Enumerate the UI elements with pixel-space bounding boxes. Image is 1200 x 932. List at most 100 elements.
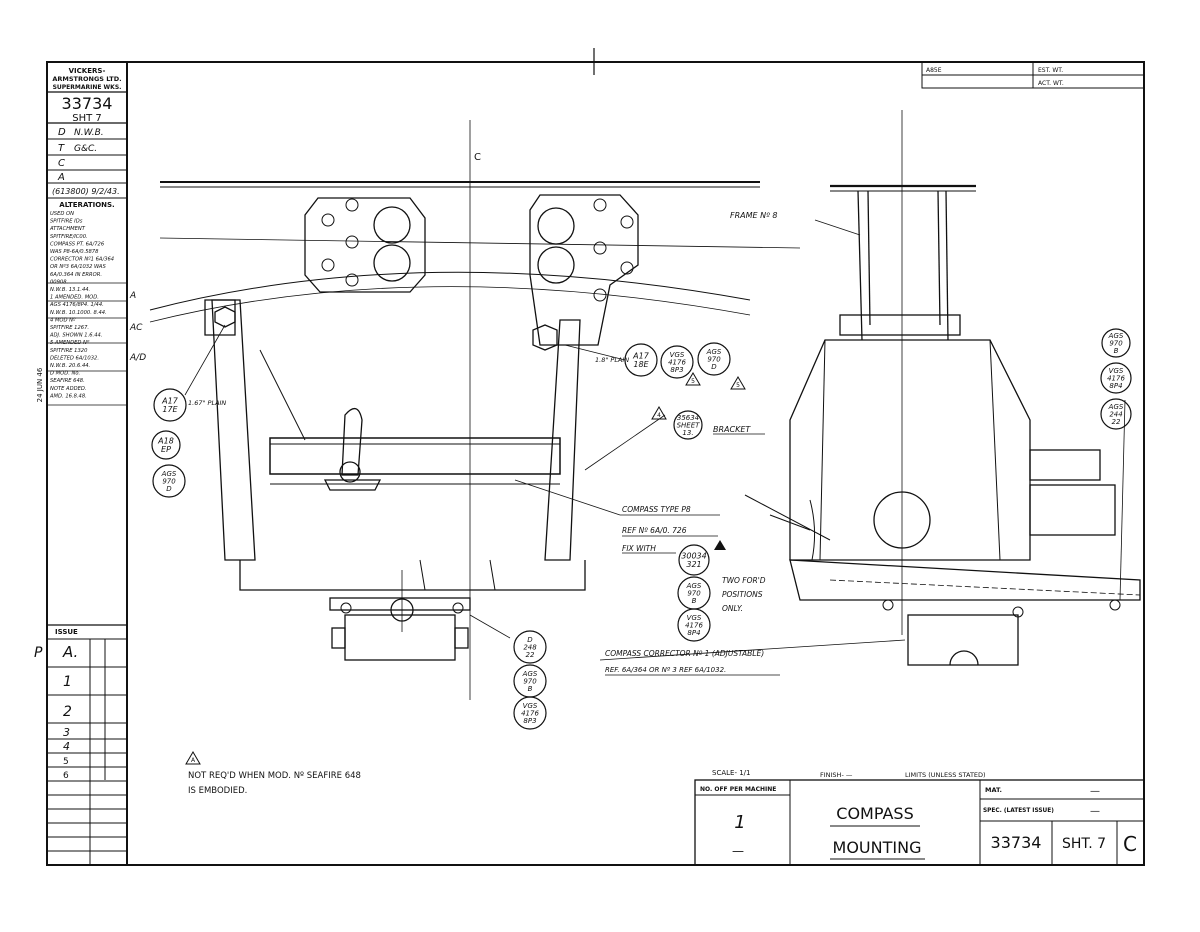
triangle-label: 5	[691, 378, 695, 385]
label-plain-left: 1.67" PLAIN	[188, 399, 226, 407]
alteration-line: SPITFIRE/IC00.	[50, 234, 88, 240]
alteration-line: 4 MOD Nº	[50, 317, 76, 323]
firm-line1: VICKERS-	[69, 67, 106, 75]
firm-header: VICKERS- ARMSTRONGS LTD. SUPERMARINE WKS…	[47, 67, 127, 124]
label-compass-ref: REF Nº 6A/0. 726	[622, 526, 687, 535]
callout-text: 4176	[1107, 374, 1125, 382]
drawing-number: 33734	[62, 94, 113, 113]
issue-row-a: A.	[62, 643, 78, 661]
spec-value: —	[1090, 806, 1100, 817]
alteration-line: WAS P8-6A/0.5878	[50, 249, 99, 255]
side-view	[744, 184, 1141, 666]
callout-text: 22	[526, 651, 535, 659]
issue-row-6: 6	[63, 771, 69, 781]
callout-circle	[153, 388, 187, 422]
issue-table: ISSUE P A. 1 2 3 4 5 6	[34, 624, 127, 865]
note-line2: IS EMBODIED.	[188, 786, 247, 796]
callout-text: 970	[162, 477, 176, 485]
callout-circle	[151, 430, 181, 460]
scale-text: SCALE- 1/1	[712, 769, 750, 777]
callout-circle	[513, 696, 547, 730]
callout-text: A17	[161, 397, 179, 406]
alteration-line: ATTACHMENT	[49, 226, 86, 232]
weight-box: A85E EST. WT. ACT. WT.	[921, 61, 1145, 89]
callout-text: SHEET	[677, 421, 701, 429]
date-reference: (613800) 9/2/43.	[52, 187, 120, 196]
callout-text: D	[166, 485, 172, 493]
alteration-line: N.W.B. 20.6.44.	[50, 363, 90, 369]
alteration-line: CORRECTOR Nº1 6A/364	[50, 257, 114, 263]
callout-text: 970	[687, 589, 701, 597]
callout-bubbles: 35634SHEET13.A1717EA18EPAGS970DA1718EVGS…	[151, 328, 1132, 730]
callout-text: A18	[157, 437, 174, 446]
callout-text: B	[1114, 347, 1119, 355]
callout-circle	[1101, 328, 1131, 358]
note-symbol: A	[191, 757, 196, 764]
est-weight-label: EST. WT.	[1038, 67, 1063, 74]
triangle-label: 4	[657, 412, 661, 419]
qty-value-2: —	[732, 844, 744, 858]
callout-text: AGS	[522, 670, 538, 678]
callout-text: 8P4	[1109, 382, 1122, 390]
callout-text: 970	[1109, 339, 1123, 347]
callout-text: 22	[1112, 418, 1121, 426]
alteration-line: 00908.	[50, 279, 68, 285]
alteration-line: D MOD. No.	[50, 371, 80, 377]
signoff-code-a: A	[57, 172, 65, 183]
alteration-line: SPITFIRE 1267.	[50, 325, 89, 331]
callout-text: VGS	[687, 614, 702, 622]
alteration-line: NOTE ADDED.	[50, 386, 87, 392]
label-frame: FRAME Nº 8	[730, 211, 778, 220]
callout-text: D	[711, 363, 717, 371]
issue-row-5: 5	[63, 757, 69, 767]
callout-text: D	[527, 636, 533, 644]
callout-text: 248	[523, 643, 537, 651]
firm-line3: SUPERMARINE WKS.	[53, 84, 122, 91]
signoff-code-t: T	[58, 143, 65, 154]
spec-label: SPEC. (LATEST ISSUE)	[983, 808, 1054, 814]
callout-circle	[673, 410, 703, 440]
no-off-label: NO. OFF PER MACHINE	[700, 786, 776, 793]
callout-text: 4176	[521, 709, 539, 717]
callout-text: 8P4	[687, 629, 700, 637]
sheet-number: SHT 7	[72, 113, 102, 124]
alteration-line: DELETED 6A/1032.	[50, 355, 99, 361]
issue-row-2: 2	[63, 704, 72, 720]
label-left-mark-ad: A/D	[129, 353, 146, 363]
callout-text: 244	[1109, 410, 1122, 418]
callout-text: VGS	[523, 702, 538, 710]
callout-circle	[513, 630, 547, 664]
issue-heading: ISSUE	[55, 628, 78, 636]
callout-circle	[697, 342, 731, 376]
callout-text: EP	[161, 445, 171, 454]
diagram-labels: FRAME Nº 8 BRACKET COMPASS TYPE P8 REF N…	[129, 211, 780, 676]
signoff-rows: D N.W.B. T G&C. C A (613800) 9/2/43.	[47, 127, 127, 199]
alteration-line: N.W.B. 10.1000. 8.44.	[50, 310, 107, 316]
finish-text: FINISH- —	[820, 771, 853, 779]
title-sheet: SHT. 7	[1062, 836, 1106, 852]
triangle-marker	[685, 372, 701, 386]
alteration-line: SEAFIRE 648.	[50, 378, 85, 384]
callout-text: AGS	[706, 348, 722, 356]
label-corrector-ref: REF. 6A/364 OR Nº 3 REF 6A/1032.	[605, 666, 726, 674]
title-issue-letter: C	[1123, 832, 1137, 856]
callout-circle	[677, 608, 711, 642]
alteration-line: 1 AMENDED. MOD.	[50, 295, 99, 301]
callout-text: 18E	[633, 360, 649, 369]
label-two-positions-1: TWO FOR'D	[722, 576, 766, 585]
callout-text: 4176	[668, 358, 686, 366]
callout-text: AGS	[686, 582, 702, 590]
callout-text: 970	[523, 677, 537, 685]
title-line2: MOUNTING	[833, 838, 922, 857]
issue-row-4: 4	[63, 740, 70, 753]
